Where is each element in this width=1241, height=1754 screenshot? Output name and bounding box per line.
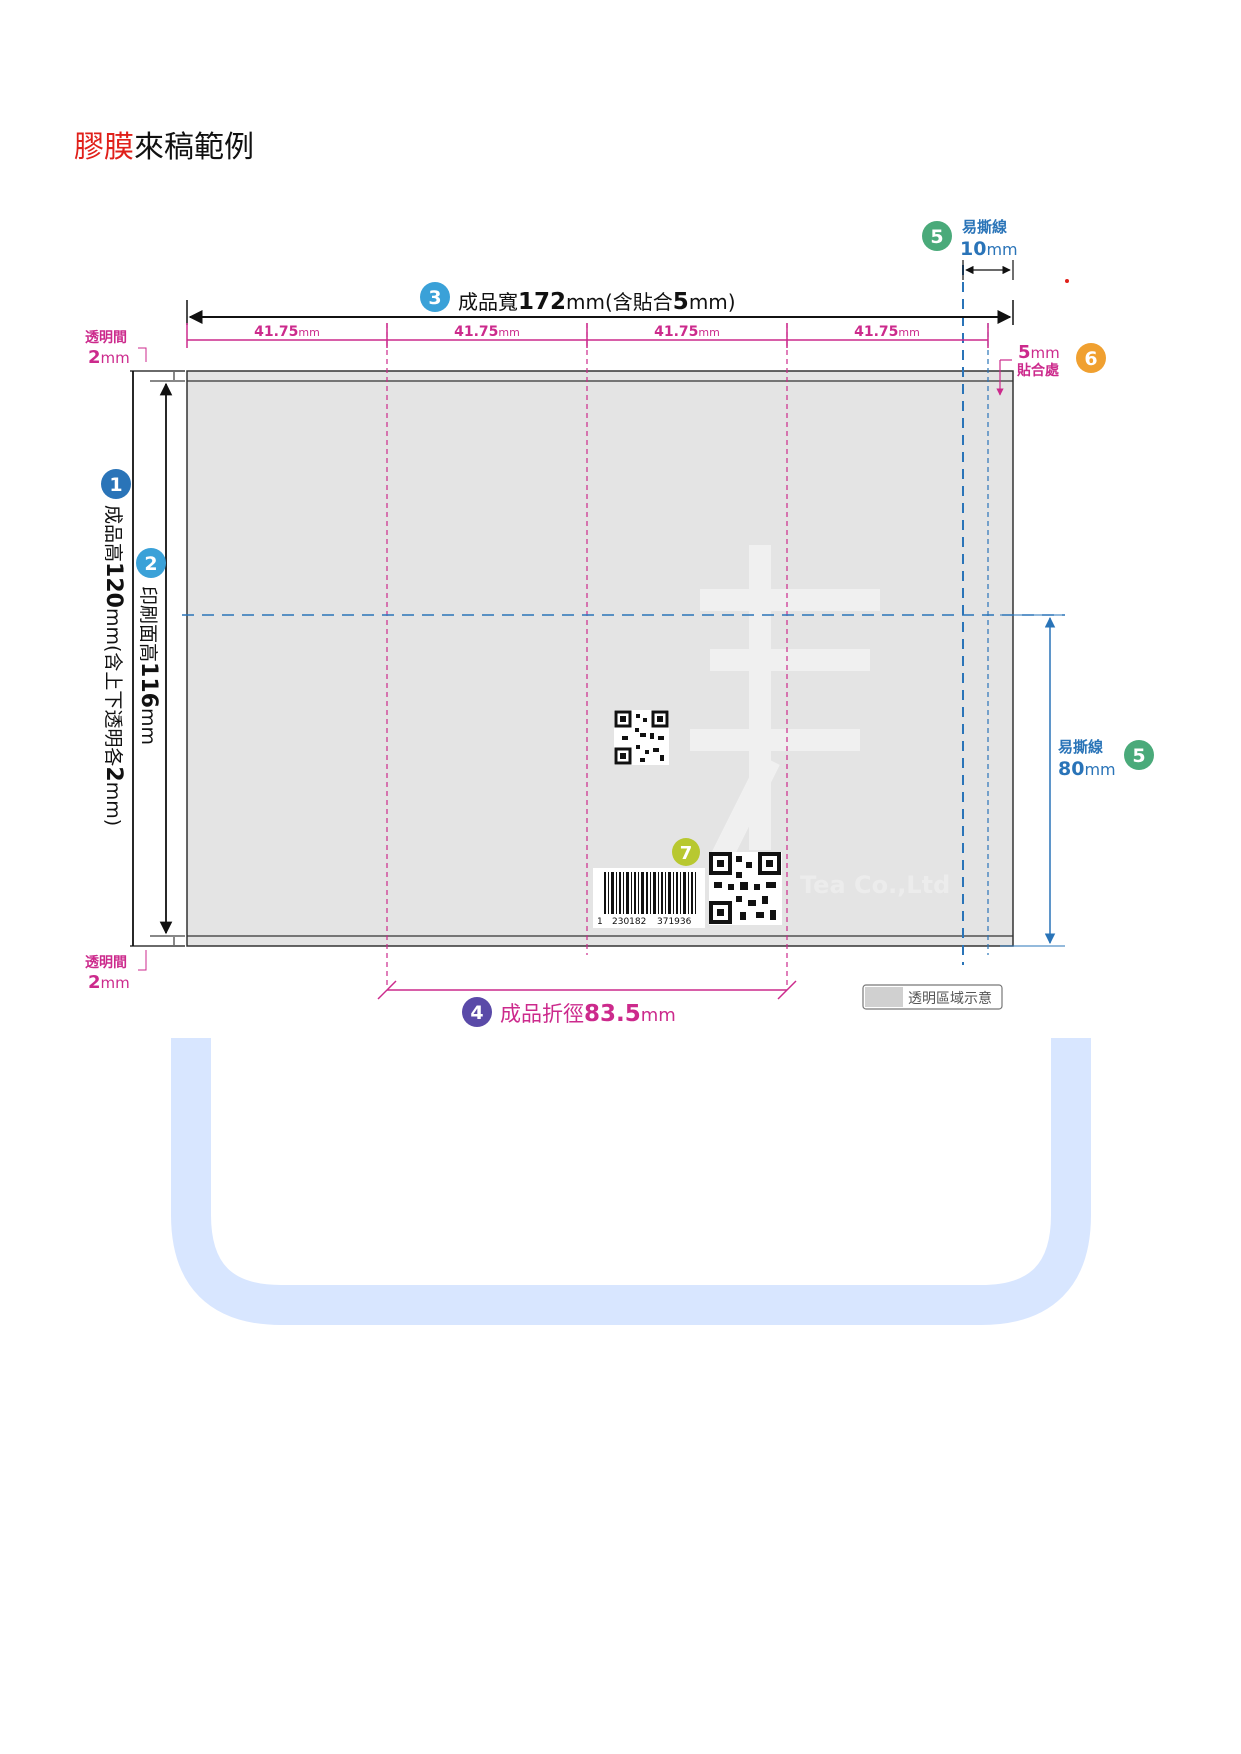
tear-top-value: 10mm <box>960 238 1018 260</box>
svg-text:2: 2 <box>144 553 157 575</box>
glue-value: 5mm <box>1018 342 1060 363</box>
badge-7 <box>672 838 700 866</box>
tray-outline <box>171 1038 1091 1325</box>
svg-text:371936: 371936 <box>657 917 692 927</box>
svg-text:1: 1 <box>109 474 122 496</box>
tear-top-label: 易撕線 <box>962 218 1007 236</box>
width-label: 成品寬172mm(含貼合5mm) <box>458 289 736 315</box>
svg-text:6: 6 <box>1084 348 1097 370</box>
badge-5-top <box>922 221 952 251</box>
title-rest: 來稿範例 <box>134 130 254 165</box>
height-label-2: 印刷面高116mm <box>136 586 161 745</box>
badge-5-right <box>1124 740 1154 770</box>
svg-text:230182: 230182 <box>612 917 646 927</box>
panel-width-2: 41.75mm <box>454 324 520 340</box>
gap-top-label: 透明間 <box>85 330 127 346</box>
legend-transparent-area: 透明區域示意 <box>862 984 1003 1010</box>
film-panel <box>186 370 1014 947</box>
svg-text:1: 1 <box>597 917 603 927</box>
badge-1 <box>101 469 131 499</box>
height-label-1: 成品高120mm(含上下透明各2mm) <box>101 505 126 826</box>
watermark-text: Tea Co.,Ltd <box>800 871 950 899</box>
watermark-logo <box>690 545 880 865</box>
badge-3 <box>420 282 450 312</box>
svg-text:5: 5 <box>930 226 943 248</box>
title-highlight: 膠膜 <box>74 130 134 165</box>
badge-2 <box>136 548 166 578</box>
gap-top-value: 2mm <box>88 347 130 368</box>
qr-code-small <box>614 710 669 765</box>
svg-text:7: 7 <box>680 843 693 864</box>
fold-label: 成品折徑83.5mm <box>500 1001 676 1027</box>
glue-label: 貼合處 <box>1017 362 1060 379</box>
qr-code-large <box>709 852 782 925</box>
panel-width-4: 41.75mm <box>854 324 920 340</box>
svg-text:4: 4 <box>470 1002 483 1024</box>
panel-width-3: 41.75mm <box>654 324 720 340</box>
page-title: 膠膜來稿範例 <box>74 128 254 168</box>
badge-6 <box>1076 343 1106 373</box>
legend-label: 透明區域示意 <box>908 990 992 1007</box>
svg-text:5: 5 <box>1132 745 1145 767</box>
tear-right-label: 易撕線 <box>1058 738 1103 756</box>
svg-text:3: 3 <box>428 287 441 309</box>
badge-4 <box>462 997 492 1027</box>
barcode: 1 230182 371936 <box>593 868 705 928</box>
panel-width-1: 41.75mm <box>254 324 320 340</box>
red-dot <box>1065 279 1069 283</box>
tear-right-value: 80mm <box>1058 758 1116 780</box>
gap-bottom-value: 2mm <box>88 972 130 993</box>
gap-bottom-label: 透明間 <box>85 955 127 971</box>
